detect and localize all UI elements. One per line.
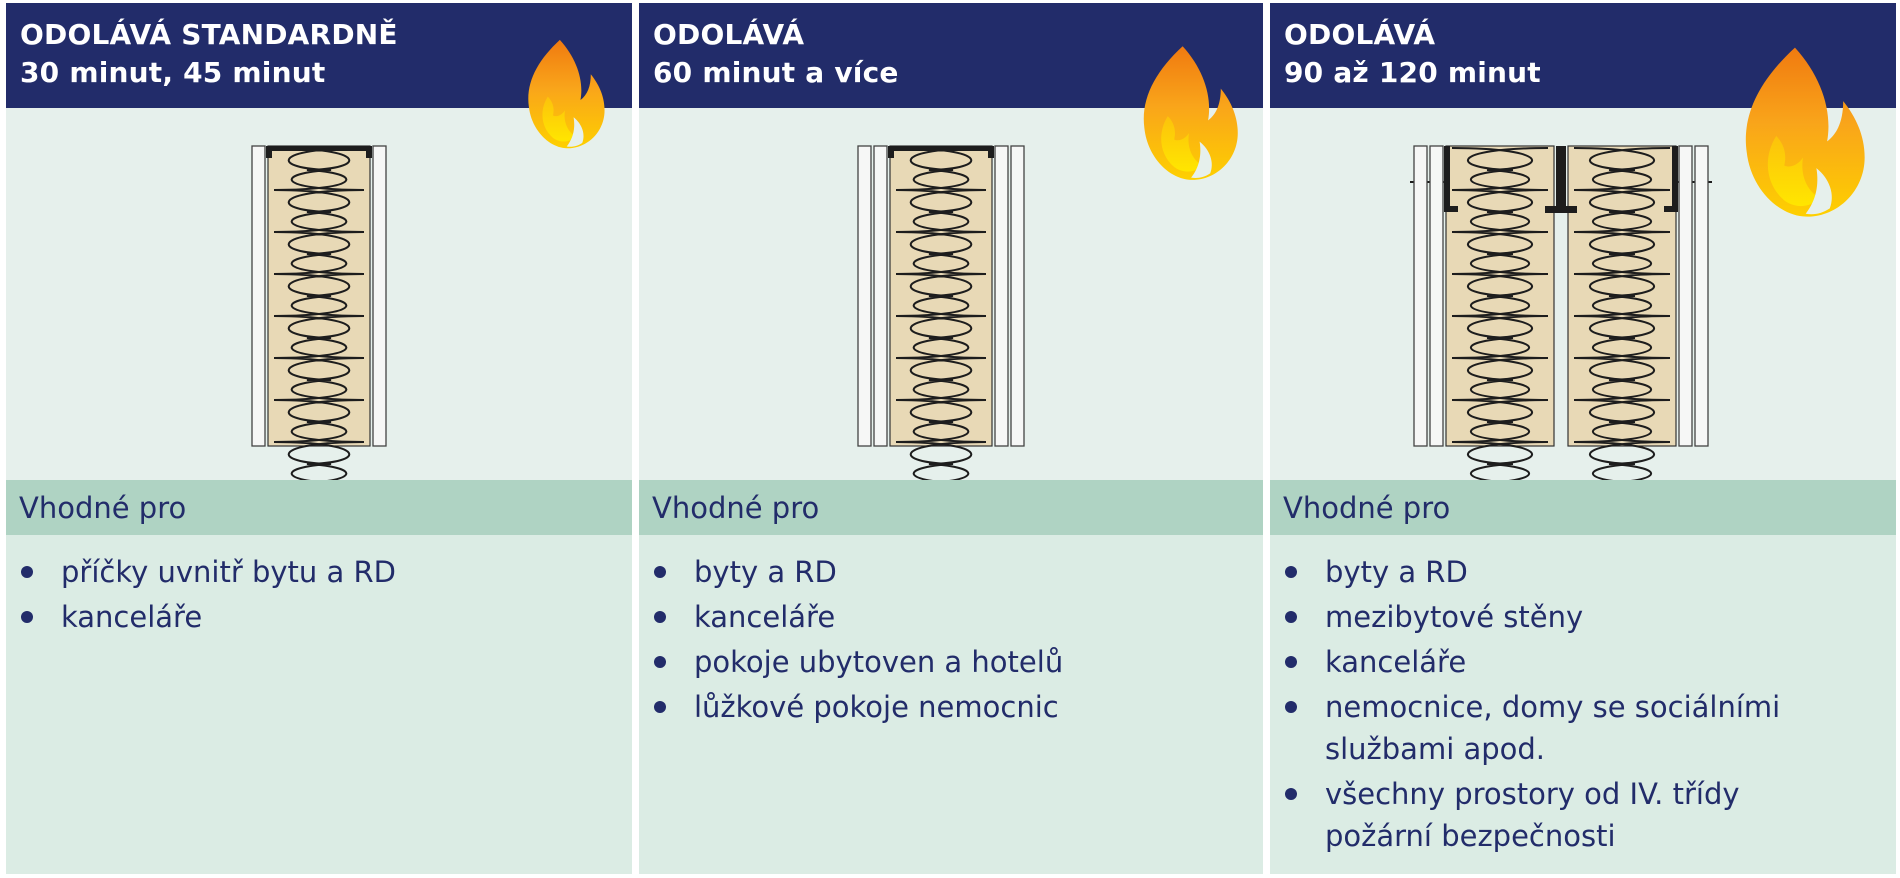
- panel-title: ODOLÁVÁ 90 až 120 minut: [1284, 16, 1541, 92]
- list-item: byty a RD: [639, 551, 1263, 593]
- panel-90-120-minutes: ODOLÁVÁ 90 až 120 minut Vhodné pro byty …: [1270, 3, 1896, 874]
- flame-icon: [1143, 46, 1238, 180]
- suitable-for-bar: Vhodné pro: [1270, 480, 1896, 535]
- list-item: mezibytové stěny: [1270, 596, 1896, 638]
- bullet-icon: [654, 701, 666, 713]
- suitable-for-list: byty a RD mezibytové stěny kanceláře nem…: [1270, 551, 1896, 860]
- bullet-icon: [1285, 566, 1297, 578]
- list-item: kanceláře: [639, 596, 1263, 638]
- bullet-icon: [1285, 701, 1297, 713]
- list-item: kanceláře: [6, 596, 632, 638]
- single-stud-wall-double-board-icon: [857, 145, 1025, 480]
- bullet-icon: [21, 611, 33, 623]
- suitable-for-list-panel: byty a RD mezibytové stěny kanceláře nem…: [1270, 535, 1896, 874]
- suitable-for-list: byty a RD kanceláře pokoje ubytoven a ho…: [639, 551, 1263, 731]
- flame-icon: [528, 39, 605, 149]
- list-item: kanceláře: [1270, 641, 1896, 683]
- panel-subtitle-line: 30 minut, 45 minut: [20, 56, 326, 89]
- panel-title-line: ODOLÁVÁ: [653, 18, 805, 51]
- list-item: byty a RD: [1270, 551, 1896, 593]
- wall-section-illustration: [639, 108, 1263, 480]
- suitable-for-label: Vhodné pro: [1283, 491, 1451, 525]
- bullet-icon: [654, 566, 666, 578]
- suitable-for-label: Vhodné pro: [19, 491, 187, 525]
- bullet-icon: [21, 566, 33, 578]
- panel-title: ODOLÁVÁ STANDARDNĚ 30 minut, 45 minut: [20, 16, 398, 92]
- suitable-for-list: příčky uvnitř bytu a RD kanceláře: [6, 551, 632, 641]
- panel-60-minutes: ODOLÁVÁ 60 minut a více Vhodné pro byty …: [639, 3, 1263, 874]
- bullet-icon: [1285, 656, 1297, 668]
- bullet-icon: [1285, 788, 1297, 800]
- double-stud-wall-double-board-icon: [1410, 145, 1712, 480]
- panel-subtitle-line: 90 až 120 minut: [1284, 56, 1541, 89]
- bullet-icon: [654, 656, 666, 668]
- bullet-icon: [1285, 611, 1297, 623]
- list-item: lůžkové pokoje nemocnic: [639, 686, 1263, 728]
- single-stud-wall-single-board-icon: [251, 145, 387, 480]
- wall-section-illustration: [6, 108, 632, 480]
- bullet-icon: [654, 611, 666, 623]
- suitable-for-list-panel: byty a RD kanceláře pokoje ubytoven a ho…: [639, 535, 1263, 874]
- panel-title-line: ODOLÁVÁ STANDARDNĚ: [20, 18, 398, 51]
- suitable-for-list-panel: příčky uvnitř bytu a RD kanceláře: [6, 535, 632, 874]
- suitable-for-label: Vhodné pro: [652, 491, 820, 525]
- suitable-for-bar: Vhodné pro: [639, 480, 1263, 535]
- list-item: pokoje ubytoven a hotelů: [639, 641, 1263, 683]
- panel-subtitle-line: 60 minut a více: [653, 56, 899, 89]
- suitable-for-bar: Vhodné pro: [6, 480, 632, 535]
- panel-header: ODOLÁVÁ STANDARDNĚ 30 minut, 45 minut: [6, 3, 632, 108]
- panel-title: ODOLÁVÁ 60 minut a více: [653, 16, 899, 92]
- flame-icon: [1745, 47, 1865, 217]
- panel-standard: ODOLÁVÁ STANDARDNĚ 30 minut, 45 minut Vh…: [6, 3, 632, 874]
- panel-title-line: ODOLÁVÁ: [1284, 18, 1436, 51]
- list-item: příčky uvnitř bytu a RD: [6, 551, 632, 593]
